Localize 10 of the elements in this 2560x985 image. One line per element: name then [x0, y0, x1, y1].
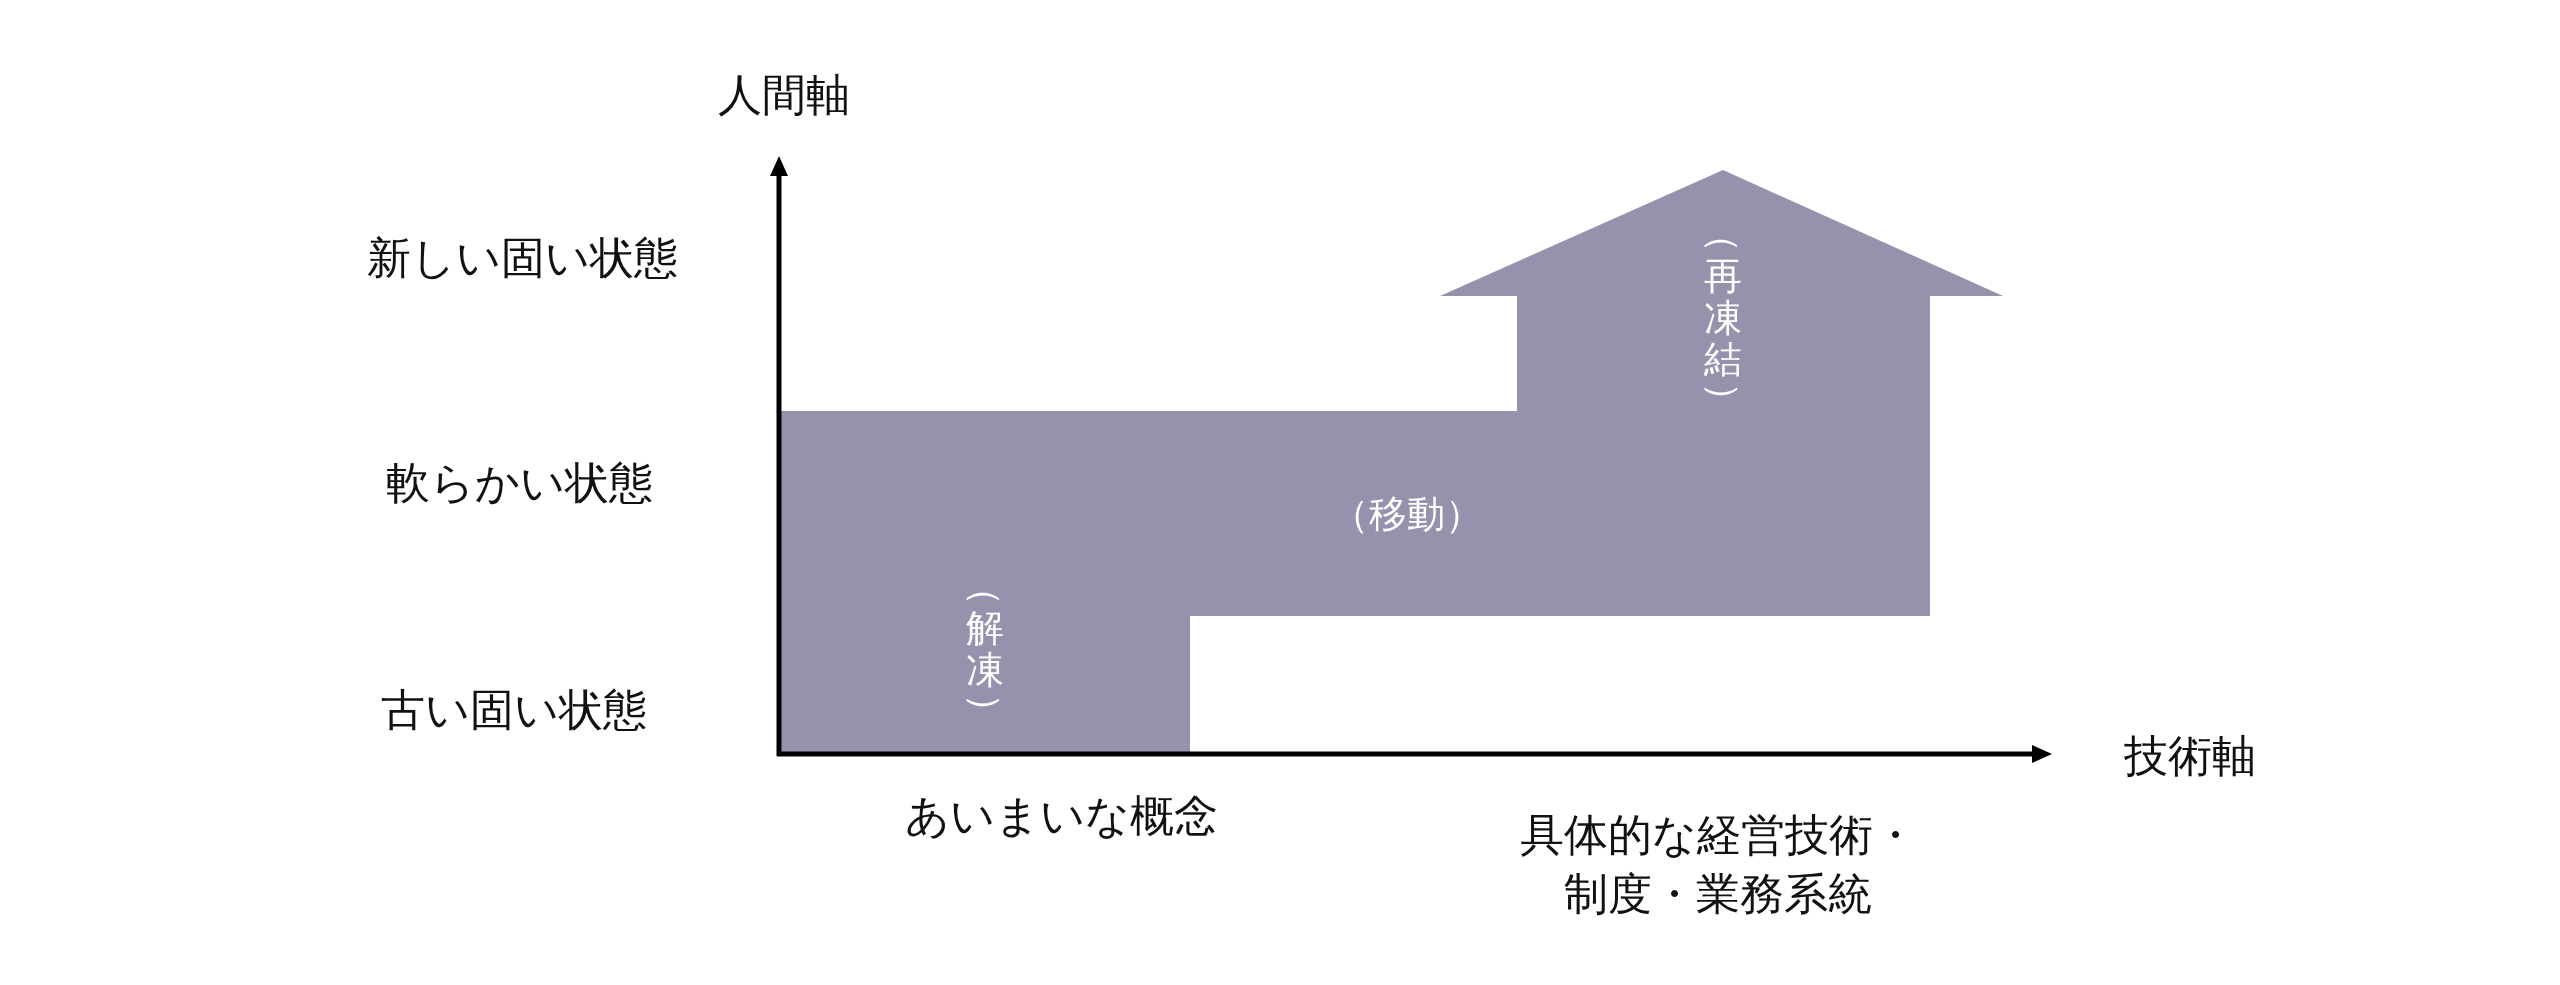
axis-label: 新しい固い状態: [366, 231, 678, 286]
node-text: （再凍結）: [1704, 214, 1742, 423]
axis-label: あいまいな概念: [904, 789, 1218, 844]
axis-label: 軟らかい状態: [385, 456, 653, 511]
axis-label: 具体的な経営技術・制度・業務系統: [1518, 807, 1918, 921]
axis-label: 古い固い状態: [381, 683, 647, 738]
node-text: （移動）: [1331, 494, 1483, 536]
axis-label: 人間軸: [718, 68, 850, 123]
node-text: （解凍）: [966, 567, 1004, 734]
axis-label: 技術軸: [2124, 729, 2256, 784]
